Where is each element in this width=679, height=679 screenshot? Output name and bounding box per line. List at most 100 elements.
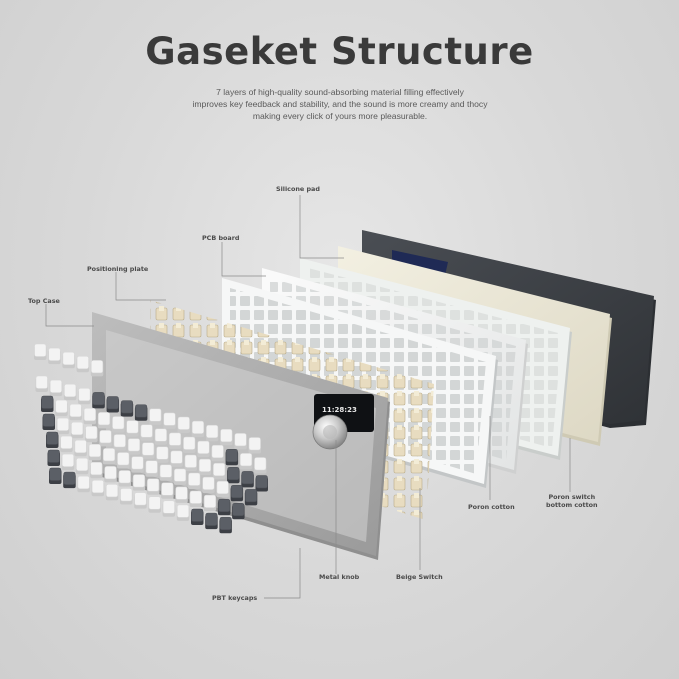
keycap-light	[169, 432, 182, 446]
keycap-light	[147, 478, 160, 492]
keycap-light	[248, 437, 261, 451]
keycap-light	[198, 458, 211, 472]
keycap-light	[162, 500, 175, 514]
keycap-light	[76, 356, 89, 370]
keycap-light	[77, 475, 90, 489]
keycap-light	[99, 430, 112, 444]
keycap-light	[118, 470, 131, 484]
keycap-dark	[92, 392, 105, 406]
keycap-dark	[245, 489, 258, 503]
keycap-light	[103, 448, 116, 462]
keycap-light	[156, 446, 169, 460]
keycap-light	[140, 424, 153, 438]
keycap-light	[104, 466, 117, 480]
keycap-light	[61, 453, 74, 467]
keycap-dark	[241, 471, 254, 485]
keycap-light	[90, 462, 103, 476]
keycap-light	[188, 472, 201, 486]
keycap-light	[98, 412, 111, 426]
keycap-light	[134, 492, 147, 506]
keycap-light	[71, 421, 84, 435]
keycap-light	[145, 460, 158, 474]
keycap-light	[149, 408, 162, 422]
keycap-dark	[47, 449, 60, 463]
keycap-dark	[106, 396, 119, 410]
keycap-light	[161, 482, 174, 496]
keycap-light	[213, 462, 226, 476]
label-poron-cotton: Poron cotton	[468, 503, 515, 511]
keycap-light	[220, 429, 233, 443]
keycap-light	[240, 453, 253, 467]
keycap-light	[202, 476, 215, 490]
keycap-dark	[46, 431, 59, 445]
keycap-dark	[135, 404, 148, 418]
description-line-1: 7 layers of high-quality sound-absorbing…	[216, 87, 464, 97]
keycap-light	[74, 439, 87, 453]
keycap-light	[183, 436, 196, 450]
keycap-layer	[34, 343, 268, 534]
keycap-light	[69, 403, 82, 417]
keycap-dark	[205, 512, 218, 526]
label-beige-switch: Beige Switch	[396, 573, 443, 581]
keycap-light	[184, 454, 197, 468]
keycap-light	[91, 480, 104, 494]
keycap-light	[211, 444, 224, 458]
keycap-light	[191, 420, 204, 434]
keycap-light	[106, 484, 119, 498]
keycap-dark	[219, 516, 232, 530]
keycap-dark	[227, 467, 240, 481]
keycap-dark	[120, 400, 133, 414]
keycap-light	[175, 486, 188, 500]
keycap-light	[117, 452, 130, 466]
keycap-light	[78, 388, 91, 402]
keycap-light	[170, 450, 183, 464]
keycap-light	[148, 496, 161, 510]
keycap-light	[142, 442, 155, 456]
keycap-light	[234, 433, 247, 447]
keycap-dark	[232, 503, 245, 517]
keycap-light	[216, 480, 229, 494]
label-positioning-plate: Positioning plate	[87, 265, 149, 273]
keycap-light	[174, 468, 187, 482]
keycap-light	[206, 424, 219, 438]
label-pbt-keycaps: PBT keycaps	[212, 594, 258, 602]
keycap-light	[35, 375, 48, 389]
screen-time: 11:28:23	[322, 406, 357, 414]
keycap-light	[83, 408, 96, 422]
keycap-light	[62, 351, 75, 365]
keycap-light	[113, 434, 126, 448]
keycap-light	[112, 416, 125, 430]
page-title: Gaseket Structure	[145, 30, 534, 73]
keycap-dark	[191, 508, 204, 522]
keycap-light	[203, 494, 216, 508]
keycap-dark	[49, 467, 62, 481]
keycap-light	[60, 435, 73, 449]
keycap-light	[159, 464, 172, 478]
keycap-dark	[218, 498, 231, 512]
keycap-light	[177, 504, 190, 518]
keycap-light	[49, 379, 62, 393]
keycap-dark	[225, 449, 238, 463]
keycap-light	[55, 399, 68, 413]
label-pcb-board: PCB board	[202, 234, 240, 242]
keycap-light	[163, 412, 176, 426]
keycap-dark	[41, 395, 54, 409]
label-top-case: Top Case	[28, 297, 60, 305]
keycap-light	[197, 440, 210, 454]
keycap-light	[177, 416, 190, 430]
leader-lines	[45, 195, 571, 599]
keycap-dark	[255, 475, 268, 489]
keycap-light	[131, 456, 144, 470]
keycap-light	[189, 490, 202, 504]
label-poron-switch-bottom-cotton: Poron switch bottom cotton	[546, 493, 598, 509]
keycap-dark	[63, 471, 76, 485]
keycap-dark	[230, 485, 243, 499]
keycap-light	[64, 383, 77, 397]
label-metal-knob: Metal knob	[319, 573, 360, 581]
keycap-light	[76, 457, 89, 471]
description-line-3: making every click of yours more pleasur…	[252, 111, 428, 121]
keycap-light	[48, 347, 61, 361]
description-line-2: improves key feedback and stability, and…	[192, 99, 488, 109]
keycap-light	[56, 417, 69, 431]
